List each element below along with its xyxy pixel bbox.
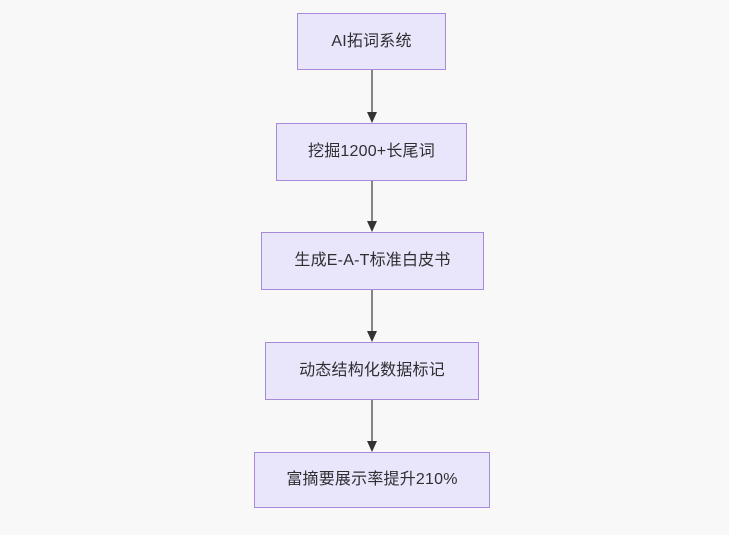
edge-n1-n2 (367, 70, 377, 123)
edge-n2-n3 (367, 181, 377, 232)
node-label: 生成E-A-T标准白皮书 (294, 252, 451, 270)
node-label: AI拓词系统 (331, 32, 412, 50)
flowchart-node-generate-eat-whitepaper[interactable]: 生成E-A-T标准白皮书 (261, 232, 484, 290)
flowchart-node-ai-keyword-system[interactable]: AI拓词系统 (297, 13, 446, 70)
node-label: 挖掘1200+长尾词 (308, 143, 435, 161)
flowchart-node-rich-snippet-impression-lift[interactable]: 富摘要展示率提升210% (254, 452, 490, 508)
node-label: 富摘要展示率提升210% (286, 471, 458, 489)
edge-n4-n5 (367, 400, 377, 452)
flowchart-node-dynamic-structured-data-markup[interactable]: 动态结构化数据标记 (265, 342, 479, 400)
flowchart-node-mine-longtail-keywords[interactable]: 挖掘1200+长尾词 (276, 123, 467, 181)
edge-n3-n4 (367, 290, 377, 342)
node-label: 动态结构化数据标记 (299, 362, 445, 380)
